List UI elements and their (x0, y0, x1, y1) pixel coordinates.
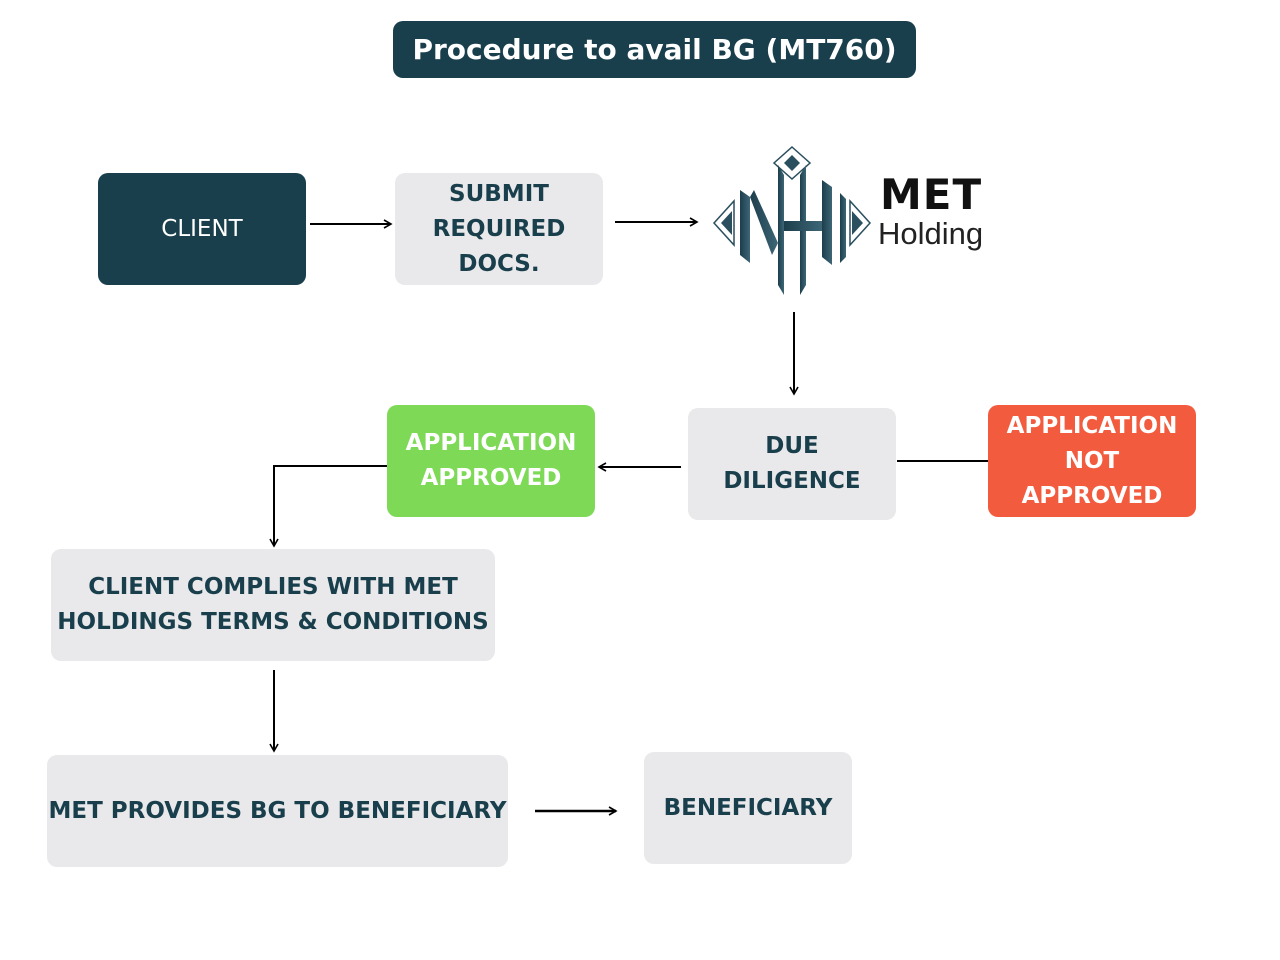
node-due-diligence-label: DUE DILIGENCE (723, 433, 861, 494)
arrow-approved-to-complies (269, 465, 387, 548)
node-met-provides-bg: MET PROVIDES BG TO BENEFICIARY (47, 755, 508, 867)
node-client: CLIENT (98, 173, 306, 285)
node-client-complies-label: CLIENT COMPLIES WITH MET HOLDINGS TERMS … (57, 574, 489, 635)
mh-monogram-icon (712, 145, 872, 295)
node-client-label: CLIENT (161, 215, 243, 242)
logo-name-bottom: Holding (878, 216, 984, 251)
node-application-not-approved: APPLICATION NOT APPROVED (988, 405, 1196, 517)
node-application-approved-label: APPLICATION APPROVED (405, 430, 577, 491)
node-beneficiary: BENEFICIARY (644, 752, 852, 864)
node-submit-docs-label: SUBMIT REQUIRED DOCS. (432, 180, 566, 277)
node-due-diligence: DUE DILIGENCE (688, 408, 896, 520)
node-application-approved: APPLICATION APPROVED (387, 405, 595, 517)
node-submit-docs: SUBMIT REQUIRED DOCS. (395, 173, 603, 285)
node-application-not-approved-label: APPLICATION NOT APPROVED (1006, 412, 1178, 509)
node-client-complies: CLIENT COMPLIES WITH MET HOLDINGS TERMS … (51, 549, 495, 661)
page-title: Procedure to avail BG (MT760) (393, 21, 916, 78)
node-met-provides-bg-label: MET PROVIDES BG TO BENEFICIARY (48, 797, 507, 824)
node-beneficiary-label: BENEFICIARY (663, 794, 833, 821)
logo-name-top: MET (880, 170, 983, 219)
